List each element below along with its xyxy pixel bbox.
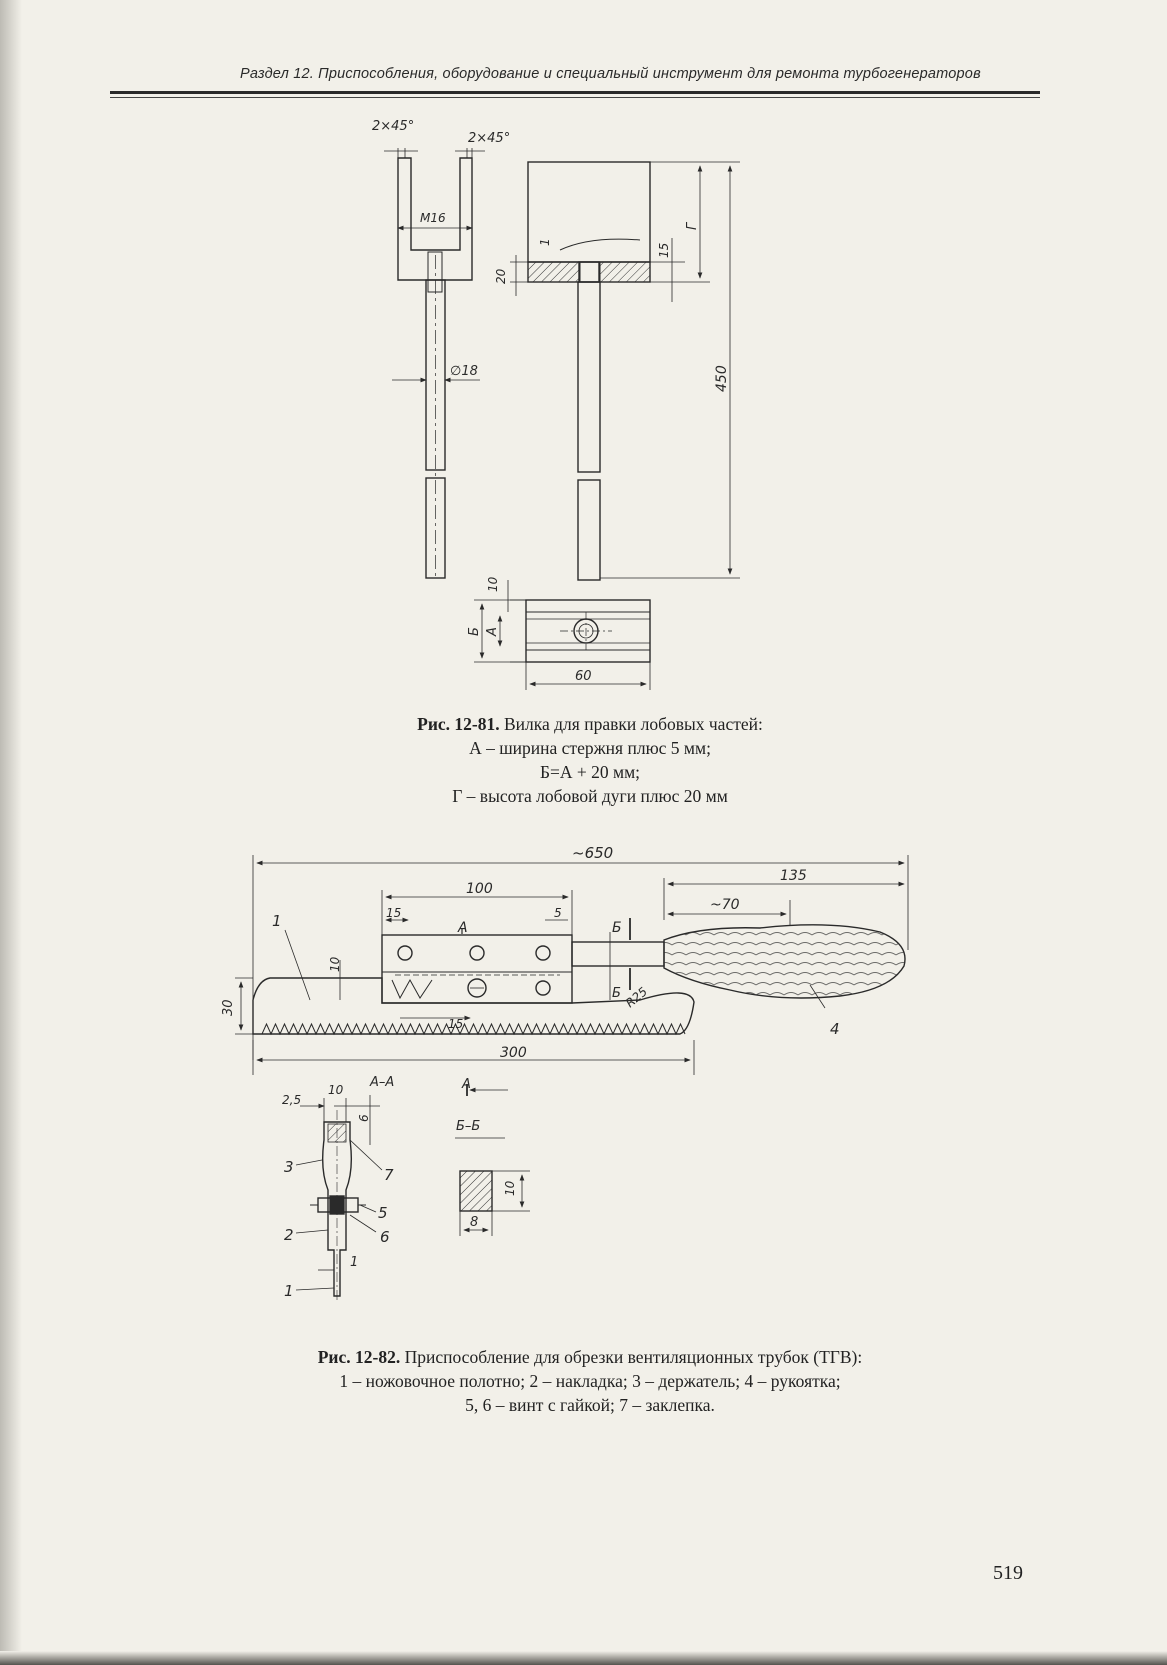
part-label-6: 6: [380, 1228, 390, 1246]
figure-title: Приспособление для обрезки вентиляционны…: [404, 1347, 863, 1367]
section-title-aa: А–А: [369, 1075, 394, 1090]
dim-diameter: ∅18: [450, 364, 478, 379]
part-label-4: 4: [830, 1020, 840, 1038]
dim-5: 5: [554, 906, 562, 920]
dim-total: ~650: [572, 844, 613, 862]
dim-radius: R25: [623, 984, 650, 1010]
part-label-5: 5: [378, 1204, 388, 1222]
part-label-1: 1: [272, 912, 282, 930]
section-mark-a-bottom: А: [461, 1077, 471, 1092]
dim-g: Г: [685, 221, 700, 230]
dim-10-blade: 10: [328, 956, 342, 972]
dim-bb-10: 10: [503, 1180, 517, 1196]
dim-thread: M16: [420, 211, 446, 225]
caption-line: Г – высота лобовой дуги плюс 20 мм: [452, 786, 728, 806]
dim-60: 60: [575, 669, 592, 684]
dim-10-section: 10: [328, 1083, 344, 1097]
dim-2-5: 2,5: [282, 1093, 301, 1107]
figure-12-81-caption: Рис. 12-81. Вилка для правки лобовых час…: [200, 712, 980, 808]
dim-15: 15: [657, 243, 671, 258]
part-label-7: 7: [384, 1166, 394, 1184]
saw-main-view: [235, 855, 909, 1096]
fork-front-view: [384, 148, 485, 580]
dim-handle: 135: [780, 868, 807, 884]
section-mark-a: А: [457, 920, 468, 936]
dim-15b: 15: [448, 1017, 463, 1031]
part-label-2: 2: [284, 1226, 294, 1244]
dim-450: 450: [714, 365, 730, 392]
dim-chamfer-right: 2×45°: [468, 131, 510, 146]
fork-plan-view: [474, 580, 651, 690]
figure-number: Рис. 12-81.: [417, 714, 500, 734]
dim-blade: 300: [500, 1045, 527, 1061]
dim-6-section: 6: [357, 1114, 371, 1122]
scan-edge: [0, 1651, 1167, 1665]
dim-bb-8: 8: [470, 1215, 478, 1230]
dim-1-section: 1: [350, 1255, 358, 1270]
section-title-bb: Б–Б: [456, 1119, 480, 1134]
running-header: Раздел 12. Приспособления, оборудование …: [240, 66, 981, 82]
header-rule-thin: [110, 97, 1040, 98]
caption-line: Б=А + 20 мм;: [539, 762, 641, 782]
figure-number: Рис. 12-82.: [317, 1347, 401, 1367]
section-mark-b2: Б: [612, 986, 621, 1001]
figure-title: Вилка для правки лобовых частей:: [504, 714, 763, 734]
caption-line: 5, 6 – винт с гайкой; 7 – заклепка.: [465, 1395, 715, 1415]
section-b-b: [455, 1137, 530, 1236]
part-label-1-section: 1: [284, 1282, 294, 1300]
dim-30: 30: [221, 999, 236, 1016]
caption-line: 1 – ножовочное полотно; 2 – накладка; 3 …: [339, 1371, 841, 1391]
dim-chamfer-left: 2×45°: [372, 119, 414, 134]
part-label-3: 3: [284, 1158, 294, 1176]
page-number: 519: [993, 1562, 1023, 1584]
dim-15a: 15: [386, 906, 401, 920]
dim-1: 1: [538, 238, 552, 246]
section-mark-b: Б: [612, 920, 622, 936]
caption-line: А – ширина стержня плюс 5 мм;: [469, 738, 711, 758]
dim-20: 20: [494, 268, 508, 284]
binding-shadow: [0, 0, 22, 1665]
dim-holder: 100: [466, 881, 493, 897]
dim-b: Б: [467, 627, 482, 636]
dim-handle-grip: ~70: [710, 897, 740, 913]
dim-a: А: [485, 627, 500, 637]
fork-side-view: [510, 161, 740, 581]
section-a-a: [295, 1095, 383, 1300]
dim-10: 10: [486, 576, 500, 592]
header-rule: [110, 91, 1040, 94]
figure-12-82-caption: Рис. 12-82. Приспособление для обрезки в…: [110, 1345, 1070, 1417]
